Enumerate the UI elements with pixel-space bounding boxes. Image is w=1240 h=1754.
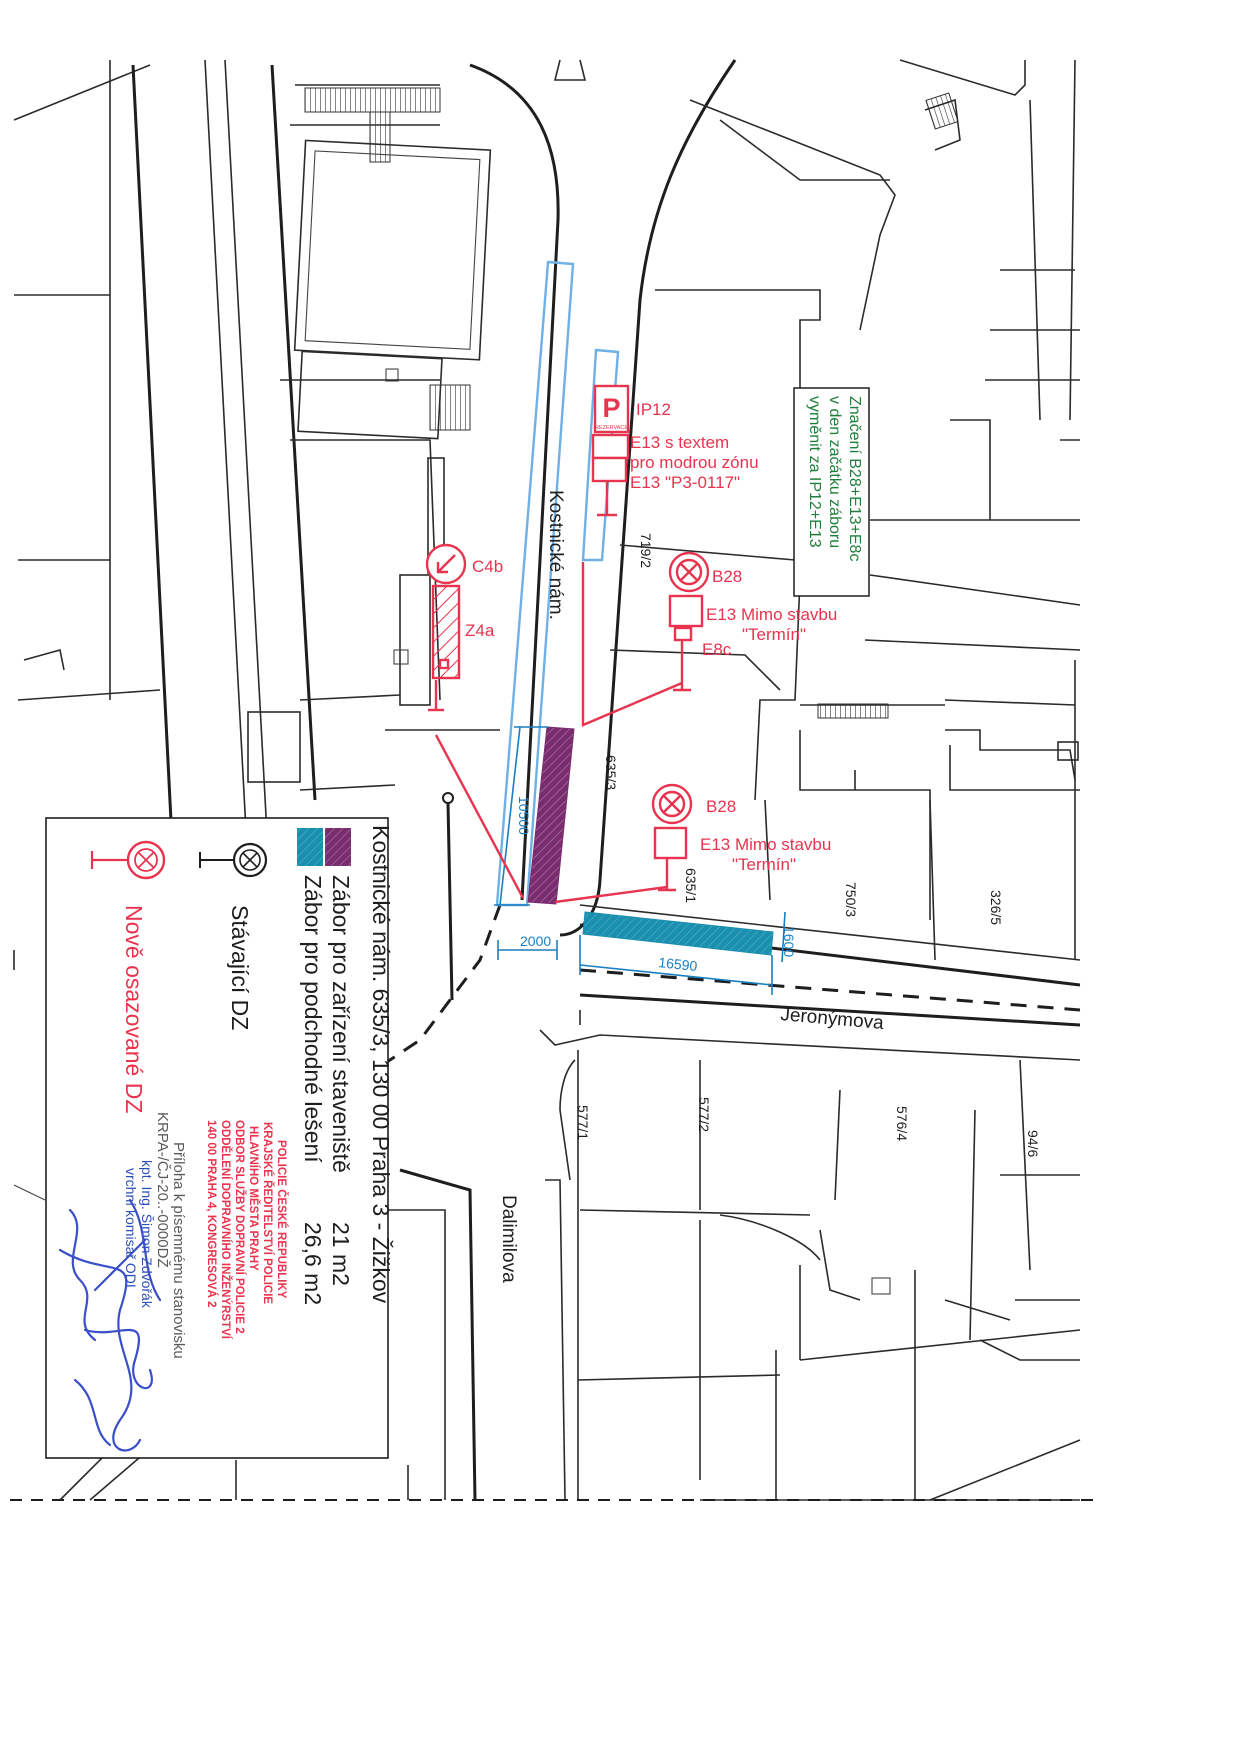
- attachment-note: Příloha k písemnému stanovisku: [170, 1142, 187, 1359]
- legend-swatch-purple: [325, 828, 351, 866]
- parcel-577-2: 577/2: [696, 1097, 712, 1132]
- c4b-label: C4b: [472, 557, 503, 576]
- signature: [58, 1198, 162, 1452]
- parcel-635-1: 635/1: [683, 868, 699, 903]
- legend-row2-label: Zábor pro podchodné lešení: [300, 875, 326, 1163]
- dim-10500: 10500: [516, 796, 532, 835]
- new-signage: P REZERVACE IP12 E13 s textem pro modrou…: [425, 384, 837, 904]
- zabor-zarizeni-staveniste: [527, 726, 575, 905]
- dim-2000: 2000: [520, 933, 551, 949]
- parcel-326-5: 326/5: [988, 890, 1004, 925]
- e13-mimo-lower-label: E13 Mimo stavbu: [700, 835, 831, 854]
- e13-mimo-upper-label: E13 Mimo stavbu: [706, 605, 837, 624]
- stamp-line1: POLICIE ČESKÉ REPUBLIKY: [275, 1140, 288, 1299]
- existing-dz-icon: [199, 842, 268, 878]
- e13-p3-label: E13 "P3-0117": [630, 473, 740, 492]
- parcel-635-3: 635/3: [603, 755, 619, 790]
- reserved-zone-parking: [581, 348, 620, 562]
- stamp-line5: ODDĚLENÍ DOPRAVNÍHO INŽENÝRSTVÍ: [219, 1120, 232, 1340]
- zabor-podchodne-leseni: [582, 911, 774, 956]
- ip12-plate-text: REZERVACE: [595, 425, 628, 431]
- stamp-line2: KRAJSKÉ ŘEDITELSTVÍ POLICIE: [261, 1122, 274, 1304]
- green-note-line2: v den začátku záboru: [826, 396, 843, 548]
- legend: Kostnické nám. 635/3, 130 00 Praha 3 - Ž…: [45, 817, 394, 1459]
- parcel-719-2: 719/2: [638, 533, 654, 568]
- stamp-line3: HLAVNÍHO MĚSTA PRAHY: [247, 1126, 260, 1271]
- parcel-576-4: 576/4: [894, 1106, 910, 1141]
- dim-1600: 1600: [781, 926, 797, 957]
- c4b-sign: [425, 543, 467, 585]
- dim-16590: 16590: [658, 954, 699, 974]
- street-dalimilova: Dalimilova: [498, 1195, 519, 1283]
- legend-existing: Stávající DZ: [227, 905, 253, 1030]
- stamp-line6: 140 00 PRAHA 4, KONGRESOVÁ 2: [205, 1120, 218, 1307]
- green-note: Značení B28+E13+E8c v den začátku záboru…: [793, 387, 870, 597]
- e13-zone-label: pro modrou zónu: [630, 453, 759, 472]
- stamp-line4: ODBOR SLUŽBY DOPRAVNÍ POLICIE 2: [233, 1120, 246, 1334]
- b28-lower-sign: [651, 783, 693, 892]
- legend-row1-label: Zábor pro zařízení staveniště: [328, 875, 354, 1173]
- ip12-sign: P REZERVACE: [591, 384, 630, 517]
- legend-new: Nově osazované DZ: [121, 905, 147, 1113]
- legend-title: Kostnické nám. 635/3, 130 00 Praha 3 - Ž…: [368, 825, 394, 1304]
- b28-lower-label: B28: [706, 797, 736, 816]
- b28-upper-sign: [668, 551, 710, 692]
- legend-swatch-teal: [297, 828, 323, 866]
- dimension-lines: [494, 726, 786, 995]
- green-note-line1: Značení B28+E13+E8c: [846, 396, 863, 561]
- parcel-94-6: 94/6: [1025, 1130, 1041, 1157]
- police-stamp: POLICIE ČESKÉ REPUBLIKY KRAJSKÉ ŘEDITELS…: [205, 1120, 288, 1340]
- street-kostnicke: Kostnické nám.: [545, 490, 566, 620]
- termin-upper-label: "Termín": [742, 625, 806, 644]
- new-dz-icon: [90, 840, 166, 880]
- legend-row2-value: 26,6 m2: [300, 1222, 326, 1305]
- base-map: [10, 59, 1100, 1501]
- legend-row1-value: 21 m2: [328, 1222, 354, 1286]
- parcel-750-3: 750/3: [843, 882, 859, 917]
- svg-text:P: P: [602, 393, 620, 423]
- z4a-sign: [428, 584, 461, 712]
- termin-lower-label: "Termín": [732, 855, 796, 874]
- parcel-577-1: 577/1: [575, 1105, 591, 1140]
- e8c-label: E8c: [702, 640, 732, 659]
- z4a-label: Z4a: [465, 621, 495, 640]
- b28-upper-label: B28: [712, 567, 742, 586]
- street-jeronymova: Jeronýmova: [780, 1004, 885, 1034]
- officer-rank: vrchní komisař ODI: [123, 1168, 139, 1288]
- green-note-line3: vyměnit za IP12+E13: [806, 396, 823, 548]
- officer-name: kpt. Ing. Šimon Zdvořák: [139, 1160, 155, 1309]
- ip12-label: IP12: [636, 400, 671, 419]
- reference-number: KRPA-/ČJ-20..-0000DŽ: [154, 1112, 171, 1268]
- e13-text-label: E13 s textem: [630, 433, 729, 452]
